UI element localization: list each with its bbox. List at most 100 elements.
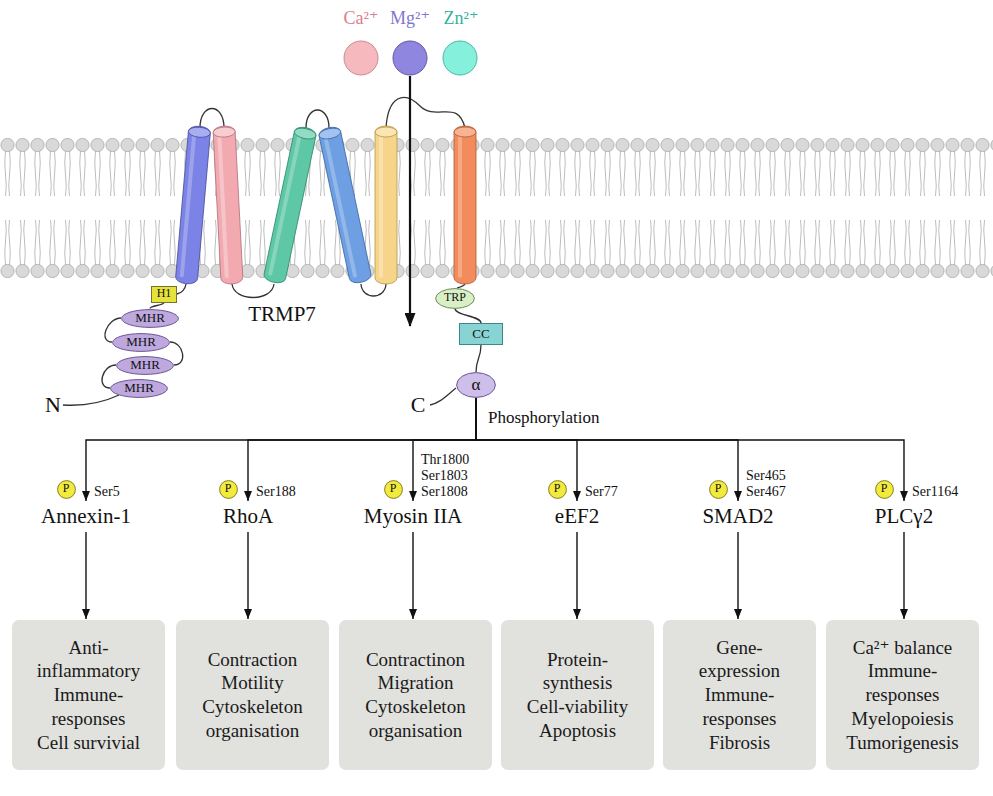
helix [318, 125, 372, 284]
function-text: Tumorigenesis [840, 731, 966, 755]
mhr-domain: MHR [112, 333, 170, 352]
connector [85, 532, 86, 619]
text-label: N [45, 392, 61, 417]
function-box: Gene-expressionImmune-responsesFibrosis [663, 620, 816, 770]
node-text: Annexin-1 [41, 504, 131, 528]
helix [263, 125, 317, 284]
node-shape [457, 373, 496, 398]
ion-ball [393, 41, 427, 75]
phospho-mark: P [709, 480, 728, 499]
ion-ball [344, 41, 378, 75]
drawing-part [361, 284, 386, 296]
site-label: Ser77 [585, 484, 618, 500]
site-label: Ser465 Ser467 [746, 468, 786, 500]
function-text: Motility [190, 671, 316, 695]
function-box: Anti-inflammatoryImmune-responsesCell su… [12, 620, 165, 770]
kinase-domain: α [456, 372, 496, 398]
node-text: P [63, 482, 70, 496]
connector [737, 532, 738, 619]
connector [903, 532, 904, 619]
text-label: C [411, 392, 426, 417]
drawing-part [306, 110, 329, 128]
connector [476, 398, 738, 501]
protein-name: SMAD2 [700, 503, 775, 529]
function-text: Myelopoiesis [840, 707, 966, 731]
protein-name: RhoA [221, 503, 275, 529]
protein-name: Annexin-1 [39, 503, 133, 529]
connector [455, 309, 481, 324]
mhr-domain: MHR [121, 309, 179, 328]
function-text: Migration [353, 671, 479, 695]
function-box: ContractinonMigrationCytoskeleton organi… [339, 620, 492, 770]
helix [454, 126, 476, 284]
node-text: Myosin IIA [364, 504, 463, 528]
phospho-mark: P [57, 480, 76, 499]
drawing-part [63, 395, 119, 405]
site-label: Ser1164 [912, 484, 958, 500]
drawing-part [375, 127, 397, 137]
drawing-part [180, 134, 197, 278]
ion-ball [443, 41, 477, 75]
h1-domain: H1 [151, 286, 177, 303]
site-label: Ser188 [256, 484, 296, 500]
node-shape [122, 309, 179, 327]
function-box: Protein-synthesisCell-viabilityApoptosis [501, 620, 654, 770]
node-text: P [225, 482, 232, 496]
node-text: MHR [135, 311, 165, 326]
protein-name: PLCγ2 [873, 503, 935, 529]
ion-label: Zn²⁺ [444, 8, 479, 29]
node-shape [875, 480, 893, 498]
helix [175, 125, 211, 284]
node-text: PLCγ2 [875, 504, 933, 528]
drawing-part [386, 97, 465, 128]
drawing-part [232, 284, 274, 298]
function-text: Anti-inflammatory [26, 636, 152, 684]
function-box: ContractionMotilityCytoskeleton organisa… [176, 620, 329, 770]
drawing-part [263, 125, 317, 284]
ion-label: Ca²⁺ [344, 8, 379, 29]
drawing-part [457, 284, 465, 288]
drawing-part [323, 136, 357, 278]
function-text: Immune-responses [26, 683, 152, 731]
node-text: P [554, 482, 561, 496]
node-text: P [715, 482, 722, 496]
drawing-part [454, 126, 476, 284]
drawing-part [318, 126, 342, 140]
phospho-mark: P [875, 480, 894, 499]
drawing-part [318, 125, 372, 284]
helix [213, 126, 243, 285]
protein-name: eEF2 [553, 503, 601, 529]
node-shape [548, 480, 566, 498]
drawing-part [268, 134, 302, 276]
drawing-part [175, 125, 211, 284]
connector [248, 398, 476, 501]
drawing-part [213, 126, 243, 285]
node-text: SMAD2 [702, 504, 773, 528]
function-text: Apoptosis [515, 719, 641, 743]
site-label: Thr1800 Ser1803 Ser1808 [421, 452, 469, 500]
drawing-part [458, 134, 462, 278]
drawing-part [379, 134, 383, 278]
node-shape [57, 480, 75, 498]
lipid-bilayer [0, 138, 993, 278]
function-text: Cell survivial [26, 731, 152, 755]
connector [150, 303, 164, 309]
node-text: MHR [124, 381, 154, 396]
node-shape [384, 480, 402, 498]
connector [412, 532, 413, 619]
function-text: Ca²⁺ balance [840, 636, 966, 660]
node-text: α [472, 375, 481, 395]
function-text: Contraction [190, 648, 316, 672]
node-shape [219, 480, 237, 498]
node-text: MHR [126, 335, 156, 350]
coiled-coil-domain: CC [459, 323, 503, 345]
node-shape [111, 379, 168, 397]
node-text: eEF2 [555, 504, 599, 528]
node-shape [113, 333, 170, 351]
node-text: P [881, 482, 888, 496]
function-text: Cytoskeleton organisation [190, 695, 316, 743]
function-text: Immune-responses [840, 659, 966, 707]
node-text: CC [472, 327, 489, 342]
ion-flux-arrow [409, 76, 411, 326]
drawing-part [430, 388, 456, 405]
